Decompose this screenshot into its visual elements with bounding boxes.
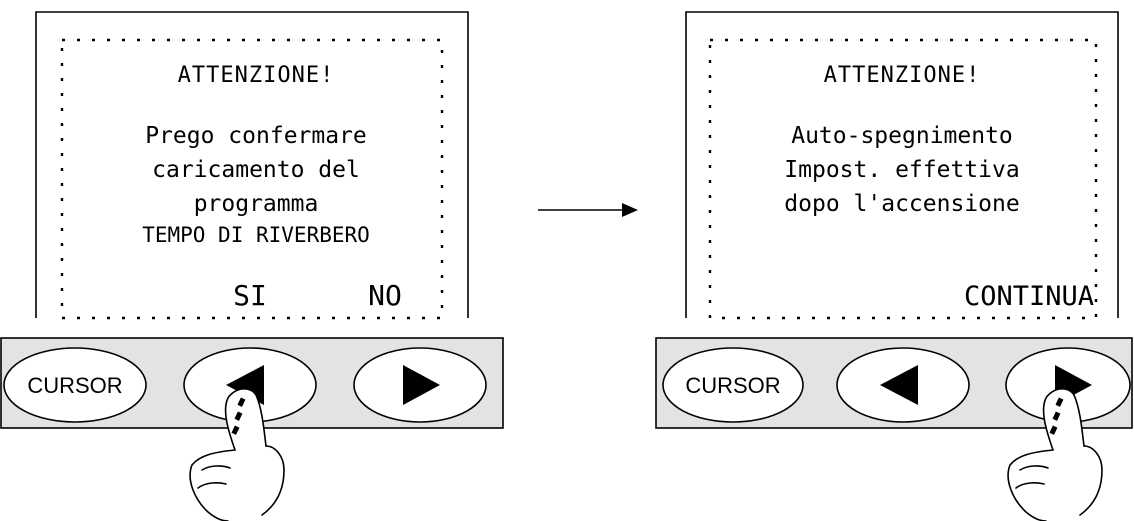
right-dotted-border xyxy=(708,38,1098,320)
right-cursor-button-label: CURSOR xyxy=(685,373,780,398)
fingernail-icon xyxy=(231,397,246,435)
left-screen-line-2: caricamento del xyxy=(152,157,360,183)
right-screen-line-3: dopo l'accensione xyxy=(784,191,1019,217)
left-screen-title: ATTENZIONE! xyxy=(178,63,335,88)
softkey-si-label[interactable]: SI xyxy=(233,279,267,312)
right-screen-title: ATTENZIONE! xyxy=(824,63,981,88)
left-cursor-button-label: CURSOR xyxy=(27,373,122,398)
softkey-no-label[interactable]: NO xyxy=(368,279,402,312)
right-screen-line-1: Auto-spegnimento xyxy=(791,123,1013,149)
arrow-left-icon xyxy=(880,365,918,405)
left-panel: ATTENZIONE! Prego confermare caricamento… xyxy=(0,11,504,521)
left-cursor-button[interactable] xyxy=(3,347,147,423)
right-cursor-button[interactable] xyxy=(662,347,804,423)
right-display-frame xyxy=(685,11,1119,318)
right-panel: ATTENZIONE! Auto-spegnimento Impost. eff… xyxy=(655,11,1133,521)
fingernail-icon xyxy=(1049,397,1064,435)
pointing-hand-icon xyxy=(189,388,285,521)
transition-arrow xyxy=(538,203,638,217)
left-screen-line-1: Prego confermare xyxy=(145,123,367,149)
arrow-right-icon xyxy=(403,365,440,405)
softkey-continua-label[interactable]: CONTINUA xyxy=(964,281,1094,312)
left-screen-line-4: TEMPO DI RIVERBERO xyxy=(142,223,370,247)
left-display-frame xyxy=(35,11,469,318)
left-screen-line-3: programma xyxy=(194,191,319,217)
right-screen-line-2: Impost. effettiva xyxy=(784,157,1019,183)
